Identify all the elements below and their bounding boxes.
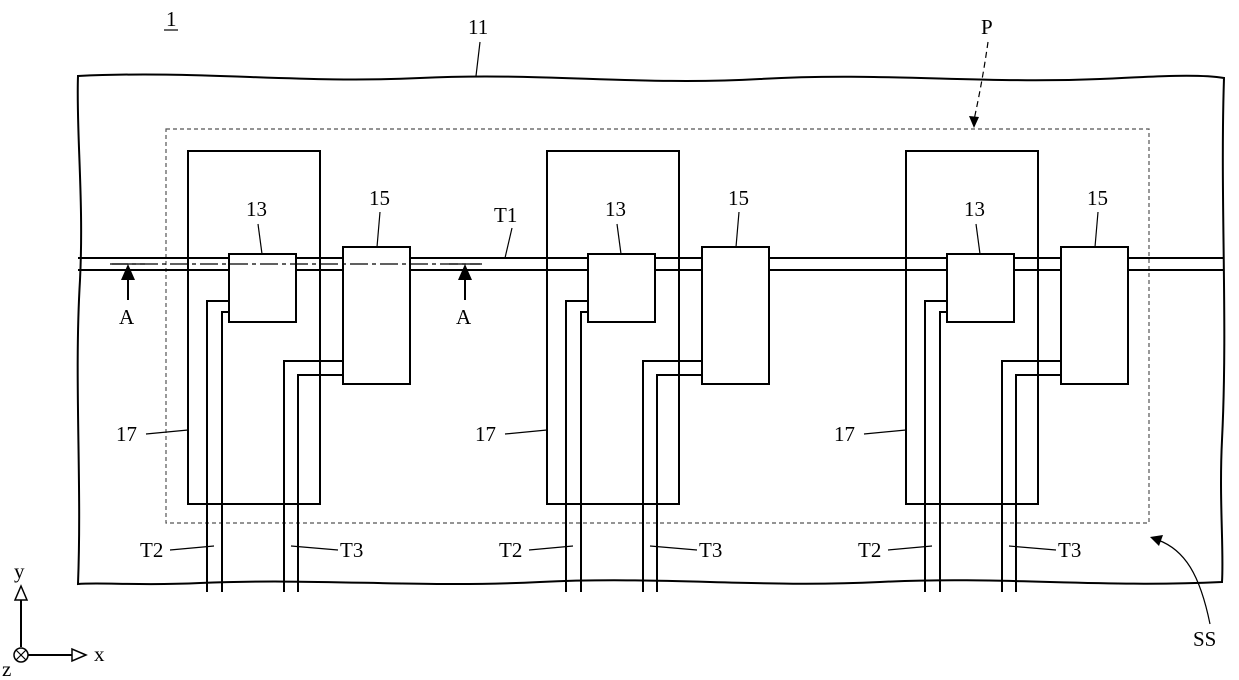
trace-t3-outer-unit-2	[643, 361, 702, 592]
trace-t2-outer-unit-2	[566, 301, 588, 592]
label-element-13-unit-3: 13	[964, 197, 985, 221]
label-pad-17-unit-3: 17	[834, 422, 855, 446]
label-element-15-unit-1: 15	[369, 186, 390, 210]
axis-arrow-y	[15, 586, 27, 600]
element-15-unit-2	[702, 247, 769, 384]
element-13-unit-2	[588, 254, 655, 322]
trace-t2-inner-unit-3	[940, 312, 947, 592]
leader-element-15-unit-2	[736, 212, 739, 247]
leader-region-p	[974, 42, 988, 120]
trace-t2-outer-unit-3	[925, 301, 947, 592]
arrow-region-p	[969, 116, 979, 128]
label-trace-t3-unit-3: T3	[1058, 538, 1081, 562]
label-trace-t3-unit-2: T3	[699, 538, 722, 562]
section-arrow-right	[458, 264, 472, 280]
label-element-13-unit-1: 13	[246, 197, 267, 221]
section-label-right: A	[456, 305, 472, 329]
trace-t2-inner-unit-1	[222, 312, 229, 592]
label-pad-17-unit-2: 17	[475, 422, 496, 446]
label-trace-t1: T1	[494, 203, 517, 227]
arrow-sensing-structure	[1150, 535, 1163, 546]
label-element-15-unit-3: 15	[1087, 186, 1108, 210]
section-label-left: A	[119, 305, 135, 329]
leader-pad-17-unit-2	[505, 430, 547, 434]
axis-label-x: x	[94, 642, 105, 666]
label-region-p: P	[981, 15, 993, 39]
label-trace-t3-unit-1: T3	[340, 538, 363, 562]
leader-element-15-unit-1	[377, 212, 380, 247]
leader-substrate	[476, 42, 480, 76]
section-arrow-left	[121, 264, 135, 280]
leader-trace-t1	[505, 228, 512, 258]
figure-number: 1	[166, 7, 177, 31]
leader-element-13-unit-3	[976, 224, 980, 254]
label-trace-t2-unit-1: T2	[140, 538, 163, 562]
sensor-unit-3: 17T2 T3	[834, 151, 1081, 592]
label-element-13-unit-2: 13	[605, 197, 626, 221]
leader-pad-17-unit-1	[146, 430, 188, 434]
trace-t3-outer-unit-3	[1002, 361, 1061, 592]
trace-t2-outer-unit-1	[207, 301, 229, 592]
label-sensing-structure: SS	[1193, 627, 1216, 651]
label-pad-17-unit-1: 17	[116, 422, 137, 446]
element-15-unit-1	[343, 247, 410, 384]
label-substrate: 11	[468, 15, 488, 39]
trace-t3-outer-unit-1	[284, 361, 343, 592]
label-trace-t2-unit-3: T2	[858, 538, 881, 562]
leader-pad-17-unit-3	[864, 430, 906, 434]
axis-arrow-x	[72, 649, 86, 661]
axis-label-y: y	[14, 559, 25, 583]
axis-label-z: z	[2, 657, 11, 680]
leader-element-13-unit-2	[617, 224, 621, 254]
trace-t2-inner-unit-2	[581, 312, 588, 592]
element-15-unit-3	[1061, 247, 1128, 384]
label-trace-t2-unit-2: T2	[499, 538, 522, 562]
label-element-15-unit-2: 15	[728, 186, 749, 210]
leader-element-13-unit-1	[258, 224, 262, 254]
element-13-unit-3	[947, 254, 1014, 322]
sensor-unit-1: 17T2 T3	[116, 151, 363, 592]
leader-element-15-unit-3	[1095, 212, 1098, 247]
